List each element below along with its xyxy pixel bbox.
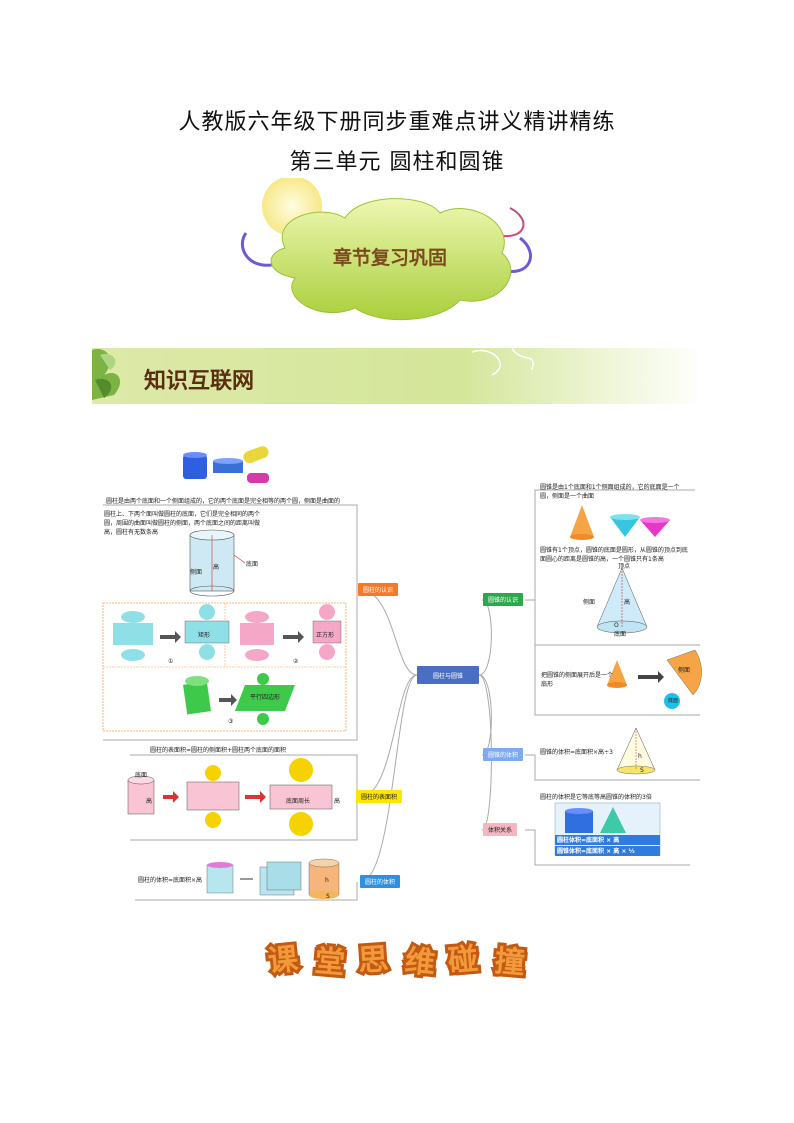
bottom-char-3-outline: 思 [357, 942, 389, 979]
branch-cylinder-recognition: 圆柱的认识 [358, 583, 399, 596]
surface-circ-label: 底面周长 [286, 798, 311, 805]
cone-volume-formula: 圆锥的体积=底面积×高÷3 [540, 749, 613, 756]
cylinder-description-1: 圆柱是由两个底面和一个侧面组成的，它的两个底面是完全相等的两个圆，侧面是曲面的 [106, 498, 341, 505]
bottom-char-4: 维 [403, 944, 436, 982]
section-banner: 知识互联网 [92, 347, 704, 404]
relation-description: 圆柱的体积是它等底等高圆锥的体积的3倍 [540, 794, 652, 801]
unfold-para-label: 平行四边形 [250, 694, 281, 701]
cone-height-label: 高 [624, 599, 631, 606]
bottom-char-6-outline: 撞 [493, 944, 526, 981]
cloud-badge-text: 章节复习巩固 [333, 246, 447, 269]
branch-cylinder-surface: 圆柱的表面积 [356, 790, 403, 803]
relation-formula-2: 圆锥体积=底面积 × 高 × ⅓ [557, 848, 635, 855]
volume-formula: 圆柱的体积=底面积×高 [138, 877, 203, 884]
unfold-num-3: ③ [228, 718, 234, 725]
cone-unfold-text: 把圆锥的侧面展开后是一个扇形 [541, 672, 614, 688]
cone-vol-h: h [638, 753, 642, 760]
cyl-base-label: 底面 [246, 561, 259, 568]
branch-cone-recognition: 圆锥的认识 [483, 593, 524, 606]
cyl-height-label: 高 [213, 564, 220, 571]
unfold-rect-label: 矩形 [198, 632, 211, 639]
cone-apex-label: 顶点 [618, 563, 631, 570]
surface-h2-label: 高 [334, 798, 341, 805]
cone-unfold-base: 底面 [668, 698, 679, 704]
surface-formula: 圆柱的表面积=圆柱的侧面积+圆柱两个底面的面积 [150, 747, 287, 754]
bottom-char-2: 堂 [313, 944, 346, 981]
bottom-char-4-outline: 维 [403, 944, 436, 982]
cylinder-description-2: 圆柱上、下两个面叫做圆柱的底面，它们是完全相同的两个圆，周围的曲面叫做圆柱的侧面… [104, 511, 261, 536]
unfold-num-2: ② [293, 658, 299, 665]
bottom-char-6: 撞 [493, 944, 526, 981]
relation-formula-1: 圆柱体积=底面积 × 高 [557, 837, 620, 844]
bottom-char-5-outline: 碰 [447, 942, 480, 979]
bottom-char-5: 碰 [447, 942, 480, 979]
cone-o-label: O [614, 622, 619, 629]
cone-unfold-side: 侧面 [678, 667, 691, 674]
branch-cylinder-volume: 圆柱的体积 [360, 875, 401, 888]
bottom-banner: 课 课 堂 堂 思 思 维 维 碰 碰 撞 撞 [262, 933, 532, 984]
branch-volume-relation: 体积关系 [483, 823, 518, 836]
cone-description-1: 圆锥是由1个底面和1个侧面组成的，它的底面是一个圆，侧面是一个曲面 [540, 484, 680, 500]
unfold-square-label: 正方形 [316, 632, 335, 639]
volume-h-label: h [325, 877, 329, 884]
cone-vol-s: S [640, 767, 644, 774]
branch-cone-volume: 圆锥的体积 [483, 748, 524, 761]
cyl-side-label: 侧面 [190, 569, 203, 576]
page-title: 人教版六年级下册同步重难点讲义精讲精练 [178, 110, 616, 135]
cone-side-label: 侧面 [583, 599, 596, 606]
mind-map: 圆柱与圆锥 [102, 446, 702, 901]
section-banner-text: 知识互联网 [144, 368, 254, 394]
surface-height-label: 高 [146, 798, 153, 805]
bottom-char-1: 课 [266, 941, 300, 979]
unfold-num-1: ① [168, 658, 174, 665]
surface-base-label: 底面 [135, 772, 148, 779]
cloud-badge: 章节复习巩固 [240, 178, 532, 321]
volume-s-label: S [326, 893, 330, 900]
mindmap-center: 圆柱与圆锥 [433, 672, 463, 680]
cone-description-2: 圆锥有1个顶点，圆锥的底面是圆形，从圆锥的顶点到底面圆心的距离是圆锥的高，一个圆… [540, 547, 688, 563]
bottom-char-3: 思 [357, 942, 389, 979]
cone-base-label: 底面 [614, 631, 627, 638]
bottom-char-2-outline: 堂 [313, 944, 346, 981]
page-subtitle: 第三单元 圆柱和圆锥 [289, 150, 505, 175]
